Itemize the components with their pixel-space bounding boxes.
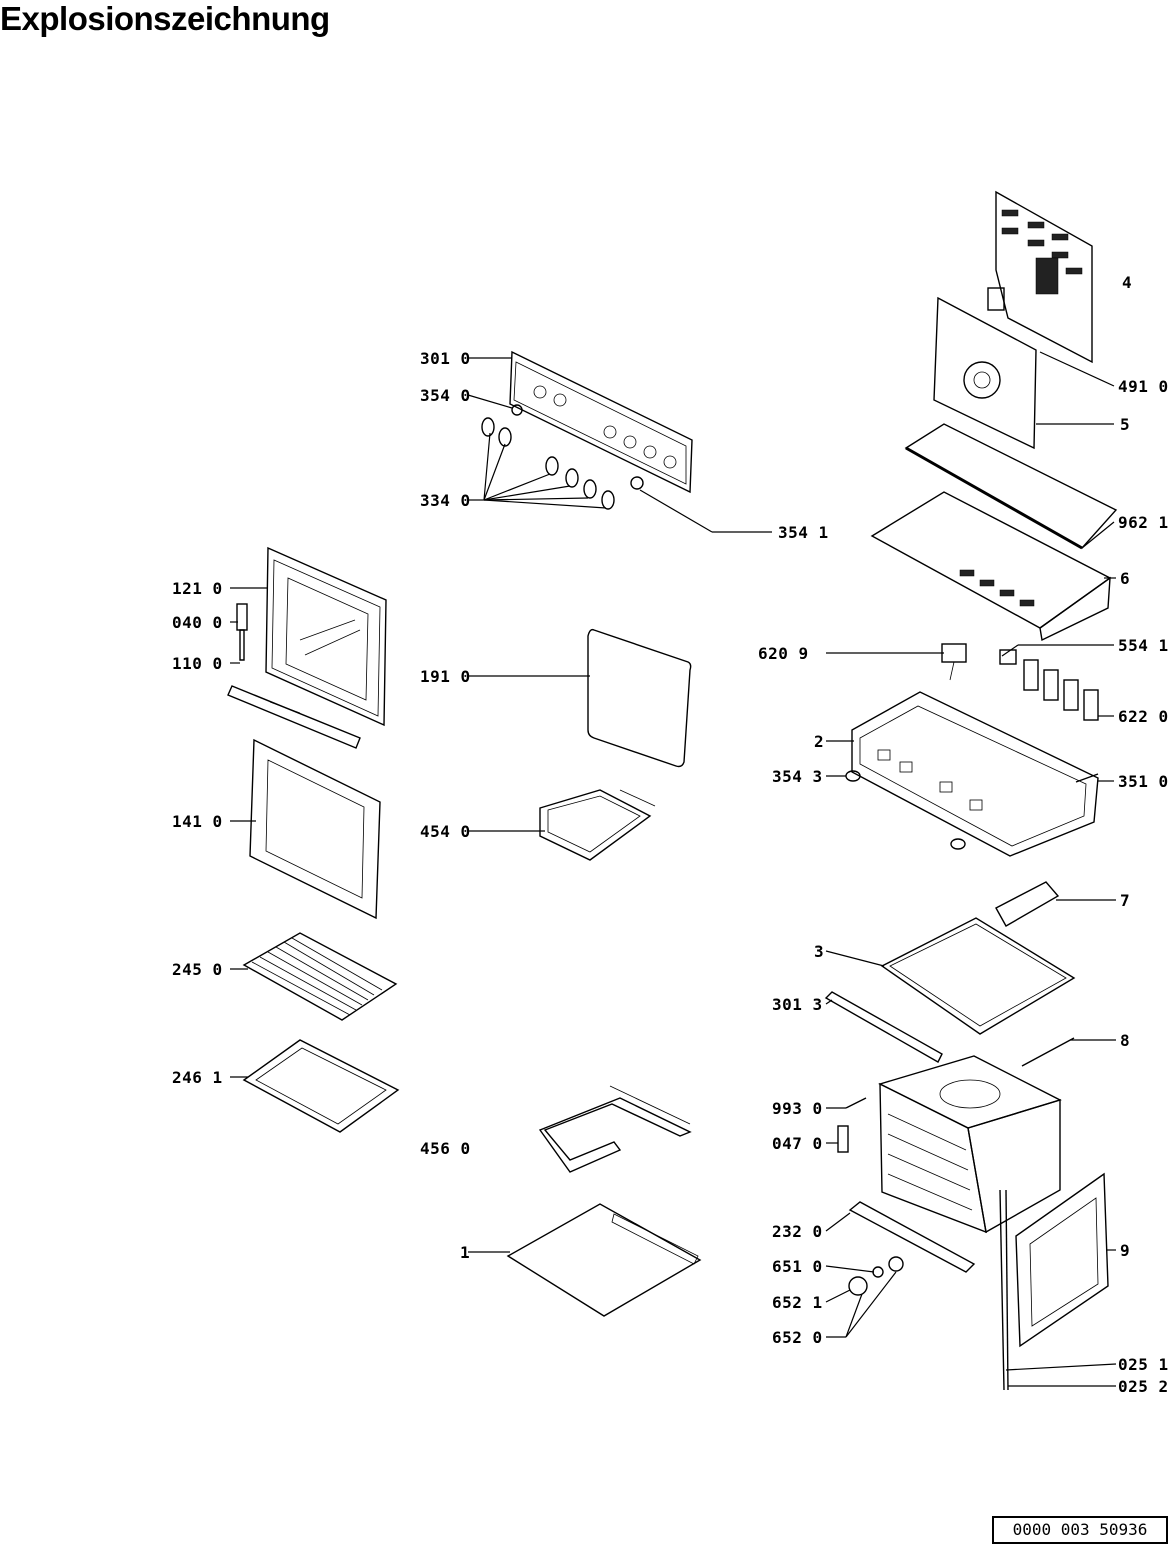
oven-cavity — [878, 1055, 1062, 1234]
control-knobs — [481, 417, 615, 510]
fan-motor-plate — [933, 287, 1037, 450]
insulation-strip — [904, 423, 1118, 550]
callout-3: 3 — [814, 942, 824, 961]
knob-spacer-bottom — [950, 838, 966, 850]
callout-110-0: 110 0 — [172, 654, 223, 673]
door-hinge — [236, 603, 248, 661]
spindle — [1075, 773, 1099, 783]
callout-2: 2 — [814, 732, 824, 751]
callout-354-0: 354 0 — [420, 386, 471, 405]
wire-shelf — [242, 932, 398, 1021]
cavity-top-plate — [880, 917, 1076, 1035]
callout-622-0: 622 0 — [1118, 707, 1169, 726]
callout-040-0: 040 0 — [172, 613, 223, 632]
callout-652-1: 652 1 — [772, 1293, 823, 1312]
door-outer-glass — [249, 738, 381, 920]
switch-block — [1023, 659, 1099, 721]
oven-lamp — [848, 1256, 904, 1296]
indicator-knob — [630, 476, 644, 490]
callout-651-0: 651 0 — [772, 1257, 823, 1276]
side-rail — [824, 991, 943, 1063]
callout-301-3: 301 3 — [772, 995, 823, 1014]
callout-301-0: 301 0 — [420, 349, 471, 368]
callout-8: 8 — [1120, 1031, 1130, 1050]
rear-panel — [995, 190, 1093, 364]
mounting-bracket — [837, 1125, 849, 1153]
selector-switch — [941, 643, 967, 681]
callout-232-0: 232 0 — [772, 1222, 823, 1241]
callout-141-0: 141 0 — [172, 812, 223, 831]
callout-1: 1 — [460, 1243, 470, 1262]
callout-7: 7 — [1120, 891, 1130, 910]
callout-993-0: 993 0 — [772, 1099, 823, 1118]
callout-047-0: 047 0 — [772, 1134, 823, 1153]
air-deflector — [995, 881, 1060, 927]
door-seal — [587, 628, 692, 768]
top-cover — [870, 491, 1112, 642]
callout-6: 6 — [1120, 569, 1130, 588]
callout-246-1: 246 1 — [172, 1068, 223, 1087]
document-number: 0000 003 50936 — [992, 1516, 1168, 1544]
callout-620-9: 620 9 — [758, 644, 809, 663]
screw — [845, 1097, 867, 1109]
callout-652-0: 652 0 — [772, 1328, 823, 1347]
side-strips — [999, 1189, 1009, 1391]
front-door-frame — [1015, 1172, 1109, 1348]
callout-454-0: 454 0 — [420, 822, 471, 841]
callout-9: 9 — [1120, 1241, 1130, 1260]
support-rod — [1021, 1037, 1075, 1067]
callout-351-0: 351 0 — [1118, 772, 1169, 791]
baking-tray — [242, 1039, 400, 1133]
callout-491-0: 491 0 — [1118, 377, 1169, 396]
callout-962-1: 962 1 — [1118, 513, 1169, 532]
knob-spacer — [511, 404, 523, 416]
callout-5: 5 — [1120, 415, 1130, 434]
heating-element-bottom — [538, 1085, 692, 1173]
front-trim — [848, 1201, 976, 1273]
callout-456-0: 456 0 — [420, 1139, 471, 1158]
callout-025-2: 025 2 — [1118, 1377, 1169, 1396]
callout-191-0: 191 0 — [420, 667, 471, 686]
callout-4: 4 — [1122, 273, 1132, 292]
callout-354-3: 354 3 — [772, 767, 823, 786]
control-box-housing — [851, 691, 1099, 857]
callout-554-1: 554 1 — [1118, 636, 1169, 655]
door-inner-frame — [265, 546, 387, 727]
callout-121-0: 121 0 — [172, 579, 223, 598]
callout-354-1: 354 1 — [778, 523, 829, 542]
heating-element-top — [539, 789, 656, 861]
door-handle-bar — [227, 685, 361, 749]
bottom-cover-plate — [506, 1203, 702, 1317]
page-title: Explosionszeichnung — [0, 0, 330, 37]
control-panel — [509, 350, 693, 494]
callout-245-0: 245 0 — [172, 960, 223, 979]
thermostat — [999, 649, 1017, 665]
callout-334-0: 334 0 — [420, 491, 471, 510]
callout-025-1: 025 1 — [1118, 1355, 1169, 1374]
